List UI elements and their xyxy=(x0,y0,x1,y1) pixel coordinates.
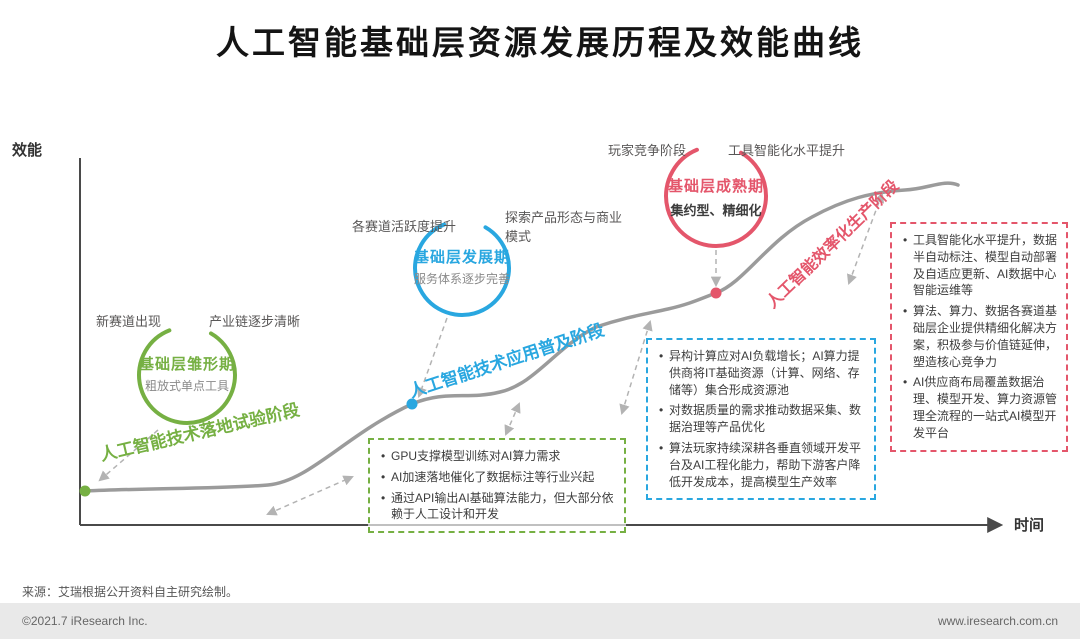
stage3-tag-left: 玩家竞争阶段 xyxy=(608,143,687,158)
stage3-bullet-list: 工具智能化水平提升，数据半自动标注、模型自动部署及自适应更新、AI数据中心智能运… xyxy=(901,232,1057,442)
stage2-tag-left: 各赛道活跃度提升 xyxy=(352,219,457,234)
stage3-detail-box: 工具智能化水平提升，数据半自动标注、模型自动部署及自适应更新、AI数据中心智能运… xyxy=(890,222,1068,452)
bullet-item: 算法、算力、数据各赛道基础层企业提供精细化解决方案，积极参与价值链延伸，塑造核心… xyxy=(901,303,1057,370)
stage1-circle-text: 基础层雏形期 粗放式单点工具 xyxy=(112,353,262,394)
stage3-circle-text: 基础层成熟期 集约型、精细化 xyxy=(641,175,791,219)
connector-stage1-circle-to-dot xyxy=(98,429,159,482)
bullet-item: 算法玩家持续深耕各垂直领域开发平台及AI工程化能力，帮助下游客户降低开发成本，提… xyxy=(657,440,865,490)
stage1-tag-right: 产业链逐步清晰 xyxy=(209,314,301,329)
bullet-item: GPU支撑模型训练对AI算力需求 xyxy=(379,448,615,465)
stage2-tag-right: 探索产品形态与商业模式 xyxy=(505,210,623,244)
bullet-item: 异构计算应对AI负载增长；AI算力提供商将IT基础资源（计算、网络、存储等）集合… xyxy=(657,348,865,398)
bullet-item: AI加速落地催化了数据标注等行业兴起 xyxy=(379,469,615,486)
stage2-detail-box: 异构计算应对AI负载增长；AI算力提供商将IT基础资源（计算、网络、存储等）集合… xyxy=(646,338,876,501)
stage1-bullet-list: GPU支撑模型训练对AI算力需求 AI加速落地催化了数据标注等行业兴起 通过AP… xyxy=(379,448,615,523)
stage2-bullet-list: 异构计算应对AI负载增长；AI算力提供商将IT基础资源（计算、网络、存储等）集合… xyxy=(657,348,865,490)
bullet-item: 工具智能化水平提升，数据半自动标注、模型自动部署及自适应更新、AI数据中心智能运… xyxy=(901,232,1057,299)
stage1-detail-box: GPU支撑模型训练对AI算力需求 AI加速落地催化了数据标注等行业兴起 通过AP… xyxy=(368,438,626,534)
connector-stage2-circle-to-dot xyxy=(416,317,448,398)
stage2-subtitle: 服务体系逐步完善 xyxy=(413,272,510,286)
stage1-dot xyxy=(79,485,91,497)
connector-slope3-double-arrow xyxy=(846,192,885,285)
stage3-name: 基础层成熟期 xyxy=(667,178,764,195)
bullet-item: 对数据质量的需求推动数据采集、数据治理等产品优化 xyxy=(657,402,865,436)
stage3-dot xyxy=(710,287,722,299)
stage2-circle-text: 基础层发展期 服务体系逐步完善 xyxy=(387,246,537,287)
stage2-name: 基础层发展期 xyxy=(413,249,510,266)
stage3-subtitle: 集约型、精细化 xyxy=(670,203,762,218)
source-note: 来源：艾瑞根据公开资料自主研究绘制。 xyxy=(22,585,239,599)
connector-slope1-double-arrow xyxy=(266,475,354,516)
stage3-tag-right: 工具智能化水平提升 xyxy=(728,143,846,158)
connector-curve-to-box2 xyxy=(619,319,653,416)
footer-bar: ©2021.7 iResearch Inc. www.iresearch.com… xyxy=(0,603,1080,639)
y-axis-label: 效能 xyxy=(12,142,43,159)
stage1-subtitle: 粗放式单点工具 xyxy=(144,379,229,393)
connector-curve-to-box1 xyxy=(504,402,521,436)
page-title: 人工智能基础层资源发展历程及效能曲线 xyxy=(216,24,864,61)
stage1-tag-left: 新赛道出现 xyxy=(96,314,162,329)
stage1-circle xyxy=(137,325,237,425)
stage2-circle xyxy=(413,219,511,317)
stage2-dot xyxy=(406,398,418,410)
copyright-text: ©2021.7 iResearch Inc. xyxy=(22,614,148,628)
bullet-item: AI供应商布局覆盖数据治理、模型开发、算力资源管理全流程的一站式AI模型开发平台 xyxy=(901,374,1057,441)
x-axis-label: 时间 xyxy=(1014,517,1045,534)
bullet-item: 通过API输出AI基础算法能力，但大部分依赖于人工设计和开发 xyxy=(379,490,615,524)
website-url: www.iresearch.com.cn xyxy=(937,614,1058,628)
stage1-name: 基础层雏形期 xyxy=(138,356,235,373)
stage3-circle xyxy=(664,144,768,248)
